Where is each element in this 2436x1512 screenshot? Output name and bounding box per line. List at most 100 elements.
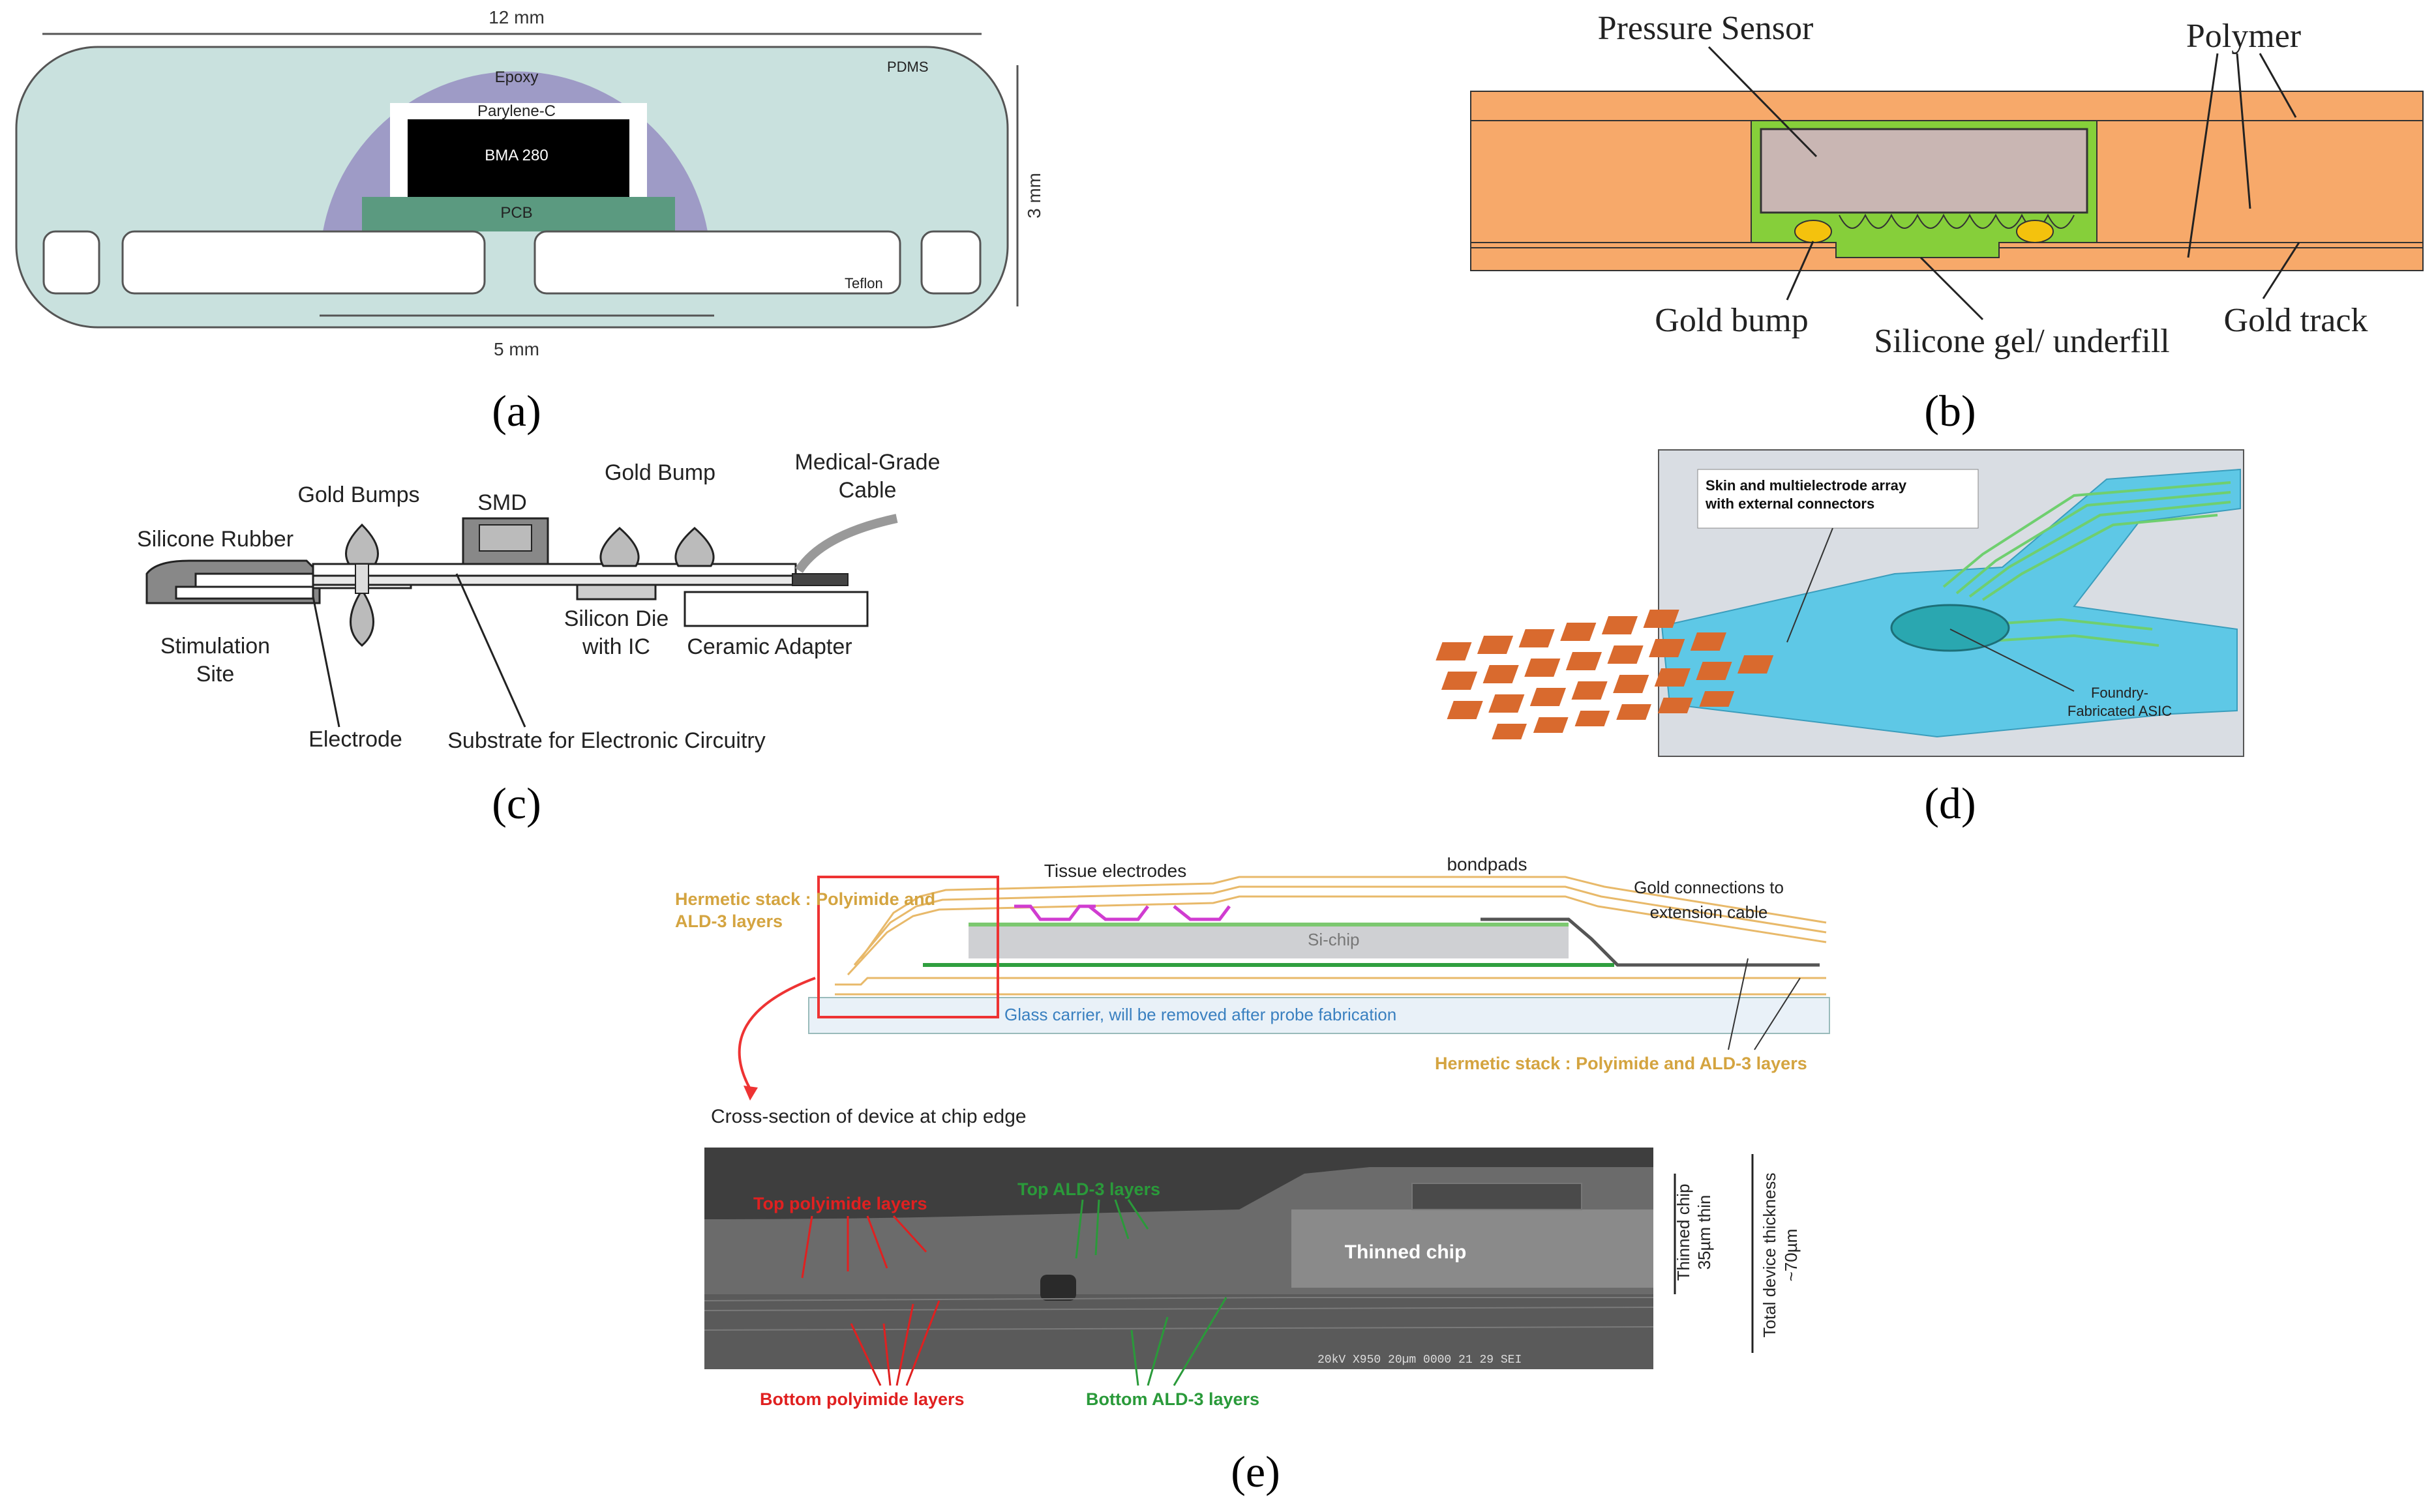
hermetic-top-label-1: Hermetic stack : Polyimide and: [675, 889, 935, 909]
gold-bump-leader: [1786, 241, 1814, 301]
parylene-label: Parylene-C: [477, 102, 556, 120]
substrate-leader: [455, 573, 526, 728]
zoom-box: [817, 876, 999, 1018]
zoom-arrow-head: [744, 1086, 758, 1101]
polymer-label: Polymer: [2186, 18, 2301, 55]
cavity-1: [42, 230, 100, 295]
bottom-polyimide-arrows: [850, 1300, 940, 1386]
electrode-label: Electrode: [308, 727, 402, 752]
smd-label: SMD: [477, 490, 527, 515]
pressure-sensor-block: [1760, 128, 2088, 214]
caption-c: (c): [492, 778, 541, 828]
thinned-chip-label: Thinned chip: [1345, 1241, 1467, 1263]
hermetic-bottom-leader-1: [1728, 958, 1749, 1050]
cross-section-title: Cross-section of device at chip edge: [711, 1106, 1027, 1127]
gold-track-leader: [2262, 242, 2300, 299]
si-chip-block: [969, 925, 1569, 958]
sem-info: 20kV X950 20µm 0000 21 29 SEI: [1317, 1354, 1522, 1367]
bottom-polyimide-label: Bottom polyimide layers: [760, 1389, 965, 1409]
asic-leader: [1949, 629, 2075, 692]
caption-d: (d): [1924, 778, 1976, 828]
hermetic-layers: [835, 876, 1827, 996]
zoom-arrow: [738, 977, 816, 1090]
sem-void: [1040, 1275, 1076, 1301]
pcb-label: PCB: [500, 204, 532, 222]
gold-bumps-label: Gold Bumps: [297, 482, 419, 507]
electrode-leader: [312, 596, 340, 728]
electrode-pads: [1436, 610, 1774, 739]
cable-label-1: Medical-Grade: [795, 450, 940, 475]
asic-label-1: Foundry-: [2091, 685, 2148, 701]
polymer-leader-2: [2236, 53, 2251, 209]
array-substrate: [1661, 468, 2241, 738]
cavity-2: [121, 230, 486, 295]
hermetic-bottom-label: Hermetic stack : Polyimide and ALD-3 lay…: [1435, 1054, 1807, 1073]
glass-carrier: [808, 997, 1830, 1034]
top-ald-label: Top ALD-3 layers: [1017, 1179, 1160, 1199]
cable-connector: [792, 573, 849, 586]
callout-line-1: Skin and multielectrode array: [1706, 477, 1907, 494]
silicon-die-label-2: with IC: [582, 634, 650, 659]
cable-label-2: Cable: [839, 478, 897, 503]
bma-chip: [408, 119, 629, 199]
caption-a: (a): [492, 386, 541, 436]
pdms-label: PDMS: [887, 59, 929, 75]
gold-bump-2: [599, 527, 640, 567]
panel-e: Tissue electrodes bondpads Gold connecti…: [675, 854, 1830, 1496]
tissue-electrode-bumps: [1014, 904, 1231, 921]
gold-connections-label-1: Gold connections to: [1634, 878, 1784, 897]
cavity-4: [920, 230, 982, 295]
top-polyimide-label: Top polyimide layers: [753, 1194, 927, 1213]
gold-bump-3: [674, 527, 715, 567]
polymer-leader-1: [2187, 53, 2219, 258]
substrate-label: Substrate for Electronic Circuitry: [447, 728, 766, 753]
sem-top-feature: [1411, 1183, 1582, 1210]
substrate-lower: [312, 574, 797, 586]
substrate-upper: [312, 563, 797, 577]
width-label: 12 mm: [489, 7, 545, 27]
caption-e: (e): [1231, 1447, 1280, 1496]
asic-chip: [1890, 604, 2010, 652]
silicone-rubber-label: Silicone Rubber: [137, 527, 293, 552]
glass-carrier-label: Glass carrier, will be removed after pro…: [1004, 1005, 1396, 1024]
panel-a: 12 mm Epoxy Parylene-C BMA 280 PCB PDMS …: [15, 7, 1044, 436]
pressure-sensor-label: Pressure Sensor: [1598, 10, 1814, 47]
silicon-die-label-1: Silicon Die: [564, 606, 669, 631]
bump-1-post: [355, 563, 369, 594]
bottom-ald-arrows: [1130, 1297, 1227, 1386]
silicon-die: [576, 584, 657, 600]
bottom-dimension-label: 5 mm: [494, 339, 539, 359]
thinned-dim-label-2: 35µm thin: [1694, 1195, 1714, 1270]
callout-line-2: with external connectors: [1705, 496, 1874, 512]
gold-bump-left: [1794, 220, 1832, 243]
pressure-sensor-leader: [1707, 46, 1818, 158]
panel-d: Skin and multielectrode array with exter…: [1436, 449, 2244, 828]
callout-box: [1697, 469, 1979, 529]
medical-cable: [795, 514, 898, 573]
total-dim-label-2: ~70µm: [1781, 1229, 1801, 1282]
stimulation-label-2: Site: [196, 662, 235, 687]
height-label: 3 mm: [1024, 173, 1044, 218]
gold-connection-line: [1481, 917, 1820, 967]
bondpads-label: bondpads: [1447, 854, 1527, 874]
electrode-rect: [175, 586, 314, 600]
ceramic-adapter: [684, 591, 869, 627]
hermetic-bottom-leader-2: [1754, 977, 1801, 1050]
top-ald-arrows: [1075, 1199, 1149, 1259]
asic-label-2: Fabricated ASIC: [2068, 703, 2172, 719]
gold-bump-right: [2016, 220, 2054, 243]
si-chip-label: Si-chip: [1308, 930, 1359, 949]
cavity-3: [534, 230, 901, 295]
thinned-dim-label-1: Thinned chip: [1674, 1184, 1693, 1281]
tissue-electrodes-label: Tissue electrodes: [1044, 861, 1186, 881]
bottom-ald-label: Bottom ALD-3 layers: [1086, 1389, 1259, 1409]
gold-connections-label-2: extension cable: [1650, 902, 1768, 922]
pcb-layer: [362, 197, 675, 231]
epoxy-label: Epoxy: [495, 68, 539, 86]
polymer-leader-3: [2259, 53, 2297, 118]
gold-bump-label: Gold bump: [1655, 302, 1808, 339]
silicone-leader: [1919, 256, 1984, 321]
top-polyimide-arrows: [801, 1215, 927, 1279]
teflon-label: Teflon: [845, 275, 883, 291]
panel-b: Pressure Sensor Polymer Gold bump Silico…: [1470, 10, 2424, 436]
